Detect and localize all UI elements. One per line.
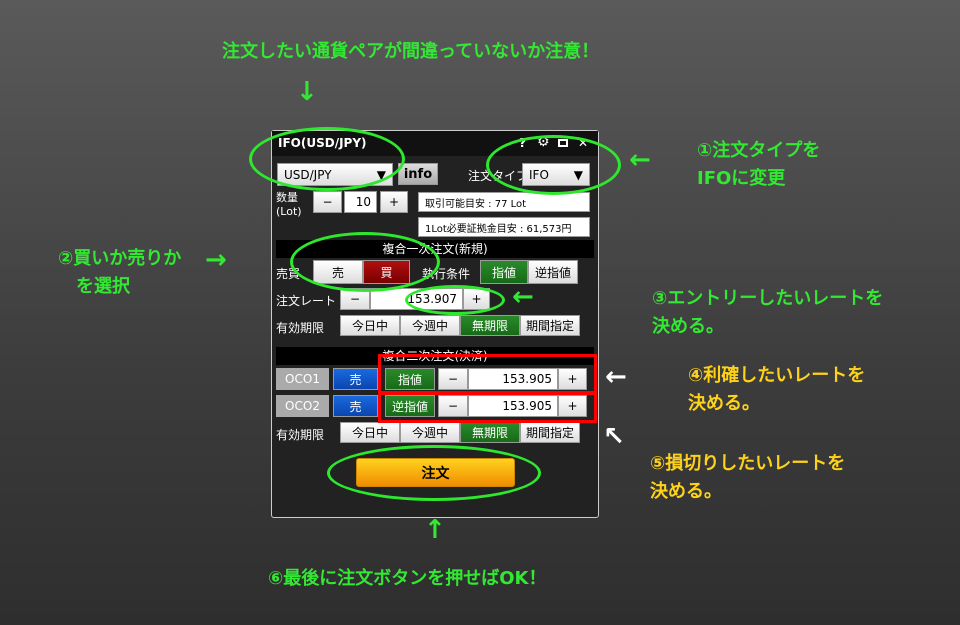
annotation-1: ①注文タイプを IFOに変更 xyxy=(697,137,820,193)
expiry2-week[interactable]: 今週中 xyxy=(400,422,460,443)
expiry2-period[interactable]: 期間指定 xyxy=(520,422,580,443)
annotation-1-line1: ①注文タイプを xyxy=(697,140,821,161)
arrow-up-left-icon: ↖ xyxy=(603,422,625,452)
arrow-left-icon: ← xyxy=(512,282,534,312)
annotation-2-line2: を選択 xyxy=(76,276,130,297)
expiry2-indefinite[interactable]: 無期限 xyxy=(460,422,520,443)
quantity-plus-button[interactable]: + xyxy=(380,191,408,213)
highlight-ellipse xyxy=(486,135,621,195)
annotation-3-line2: 決める。 xyxy=(652,316,724,337)
annotation-4: ④利確したいレートを決める。 xyxy=(688,362,865,418)
annotation-6: ⑥最後に注文ボタンを押せばOK！ xyxy=(268,568,547,589)
oco1-minus-button[interactable]: − xyxy=(438,368,468,390)
annotation-4-line1: ④利確したいレートを xyxy=(688,365,866,386)
annotation-3: ③エントリーしたいレートを決める。 xyxy=(652,285,883,341)
oco2-sell-button[interactable]: 売 xyxy=(333,395,378,417)
highlight-rect xyxy=(378,354,597,394)
expiry-today[interactable]: 今日中 xyxy=(340,315,400,336)
info-button[interactable]: info xyxy=(398,163,438,185)
stop-button[interactable]: 逆指値 xyxy=(528,260,578,284)
oco1-label: OCO1 xyxy=(276,368,329,390)
oco2-label: OCO2 xyxy=(276,395,329,417)
rate-label: 注文レート xyxy=(276,294,337,308)
annotation-5: ⑤損切りしたいレートを決める。 xyxy=(650,450,845,506)
highlight-ellipse xyxy=(290,232,440,292)
limit-button[interactable]: 指値 xyxy=(480,260,528,284)
arrow-left-icon: ← xyxy=(605,362,627,392)
highlight-rect xyxy=(378,392,597,423)
oco2-plus-button[interactable]: + xyxy=(558,395,587,417)
annotation-2: ②買いか売りかを選択 xyxy=(58,245,181,301)
expiry-label: 有効期限 xyxy=(276,321,325,335)
quantity-minus-button[interactable]: − xyxy=(313,191,342,213)
oco2-rate-input[interactable]: 153.905 xyxy=(468,395,558,417)
highlight-ellipse xyxy=(249,127,405,191)
quantity-label: 数量(Lot) xyxy=(276,191,302,219)
arrow-left-icon: ← xyxy=(629,145,651,175)
oco1-plus-button[interactable]: + xyxy=(558,368,587,390)
annotation-3-line1: ③エントリーしたいレートを xyxy=(652,288,884,309)
annotation-1-line2: IFOに変更 xyxy=(697,168,786,189)
expiry2-label: 有効期限 xyxy=(276,428,325,442)
annotation-5-line2: 決める。 xyxy=(650,481,722,502)
annotation-2-line1: ②買いか売りか xyxy=(58,248,182,269)
oco1-sell-button[interactable]: 売 xyxy=(333,368,378,390)
expiry2-today[interactable]: 今日中 xyxy=(340,422,400,443)
oco2-minus-button[interactable]: − xyxy=(438,395,468,417)
annotation-5-line1: ⑤損切りしたいレートを xyxy=(650,453,846,474)
arrow-up-icon: ↑ xyxy=(424,515,446,545)
quantity-label-2: (Lot) xyxy=(276,205,302,218)
oco1-type-button[interactable]: 指値 xyxy=(385,368,435,390)
highlight-ellipse xyxy=(327,445,541,501)
quantity-input[interactable]: 10 xyxy=(344,191,377,213)
expiry-indefinite[interactable]: 無期限 xyxy=(460,315,520,336)
expiry-period[interactable]: 期間指定 xyxy=(520,315,580,336)
expiry-week[interactable]: 今週中 xyxy=(400,315,460,336)
annotation-4-line2: 決める。 xyxy=(688,393,760,414)
oco1-rate-input[interactable]: 153.905 xyxy=(468,368,558,390)
highlight-ellipse xyxy=(405,285,505,315)
annotation-top: 注文したい通貨ペアが間違っていないか注意！ xyxy=(222,41,600,62)
margin-display: 1Lot必要証拠金目安 : 61,573円 xyxy=(418,217,590,237)
tradable-lot-display: 取引可能目安 : 77 Lot xyxy=(418,192,590,212)
oco2-type-button[interactable]: 逆指値 xyxy=(385,395,435,417)
quantity-label-1: 数量 xyxy=(276,191,298,204)
arrow-down-icon: ↓ xyxy=(296,77,318,107)
arrow-right-icon: → xyxy=(205,245,227,275)
